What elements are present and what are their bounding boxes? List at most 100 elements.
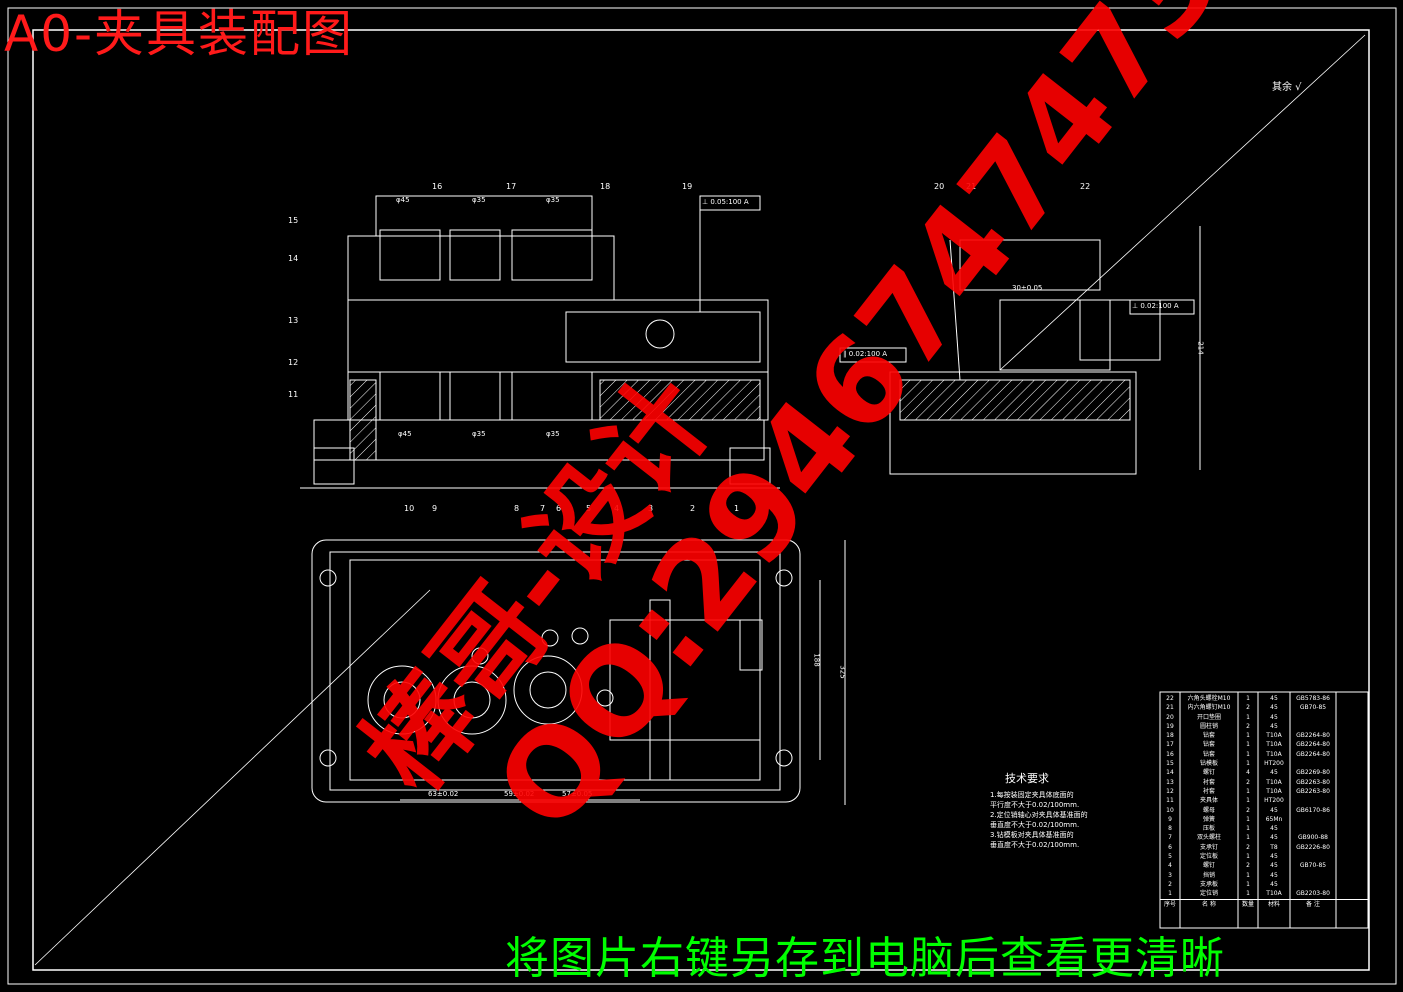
callout-label: 4: [614, 504, 620, 513]
callout-label: 22: [1080, 182, 1091, 191]
bom-cell: 45: [1270, 834, 1278, 842]
bom-header-cell: 材料: [1267, 900, 1280, 908]
bom-cell: T10A: [1266, 732, 1282, 740]
bom-cell: GB70-85: [1299, 704, 1327, 712]
callout-label: 16: [432, 182, 443, 191]
bom-cell: 支承钉: [1199, 843, 1218, 851]
dimension-label: 59±0.02: [504, 790, 535, 798]
callout-label: 6: [556, 504, 562, 513]
bom-cell: 45: [1270, 704, 1278, 712]
dimension-label: φ35: [472, 196, 486, 204]
bom-cell: GB2263-80: [1296, 787, 1330, 795]
bom-cell: 内六角螺钉M10: [1187, 704, 1231, 712]
bom-cell: 16: [1166, 750, 1174, 758]
bom-cell: GB2226-80: [1296, 843, 1330, 851]
bom-cell: T10A: [1266, 741, 1282, 749]
bom-cell: 1: [1246, 815, 1250, 823]
bom-cell: 11: [1166, 797, 1174, 805]
bom-cell: 弹簧: [1202, 815, 1215, 823]
bom-cell: 45: [1270, 722, 1278, 730]
tech-req-item: 2.定位销轴心对夹具体基准面的: [990, 811, 1088, 819]
bom-cell: 1: [1246, 750, 1250, 758]
bom-cell: 2: [1168, 880, 1172, 888]
drawing-title: A0-夹具装配图: [4, 5, 355, 63]
bom-cell: 45: [1270, 871, 1278, 879]
bom-cell: 2: [1246, 862, 1250, 870]
bom-cell: [1290, 759, 1336, 768]
bom-cell: 45: [1270, 862, 1278, 870]
tolerance-frame: ∥ 0.02:100 A: [843, 350, 888, 358]
bom-cell: T10A: [1266, 778, 1282, 786]
bom-cell: 17: [1166, 741, 1174, 749]
bom-cell: 夹具体: [1199, 797, 1218, 805]
bom-cell: 支承板: [1199, 880, 1218, 888]
tech-req-item: 3.钻模板对夹具体基准面的: [990, 831, 1074, 839]
bom-cell: 1: [1168, 890, 1172, 898]
dimension-label: 30±0.05: [1012, 284, 1043, 292]
bom-cell: 20: [1166, 713, 1174, 721]
bom-cell: 12: [1166, 787, 1174, 795]
bom-cell: T8: [1270, 843, 1278, 851]
bom-header-cell: 序号: [1163, 900, 1176, 908]
bom-row: 13 衬套 2 T10A GB2263-80: [1160, 778, 1368, 787]
tech-req-item: 垂直度不大于0.02/100mm.: [990, 841, 1080, 849]
bom-cell: 8: [1168, 825, 1172, 833]
bom-cell: 1: [1246, 871, 1250, 879]
outer-frame: [7, 7, 1397, 985]
bom-cell: [1290, 722, 1336, 731]
watermark-diagonal: [34, 589, 431, 966]
bom-cell: 18: [1166, 732, 1174, 740]
parts-list: [1159, 691, 1369, 929]
bom-cell: 65Mn: [1265, 815, 1283, 823]
bom-cell: 螺钉: [1202, 862, 1215, 870]
bom-cell: 9: [1168, 815, 1172, 823]
bom-cell: 钻模板: [1199, 760, 1218, 768]
bom-cell: GB5783-86: [1296, 695, 1330, 702]
bom-cell: 挡销: [1202, 871, 1215, 879]
callout-label: 3: [648, 504, 654, 513]
save-hint: 将图片右键另存到电脑后查看更清晰: [505, 933, 1225, 984]
bom-cell: 压板: [1202, 825, 1215, 833]
bom-cell: GB2203-80: [1296, 890, 1330, 898]
bom-cell: 衬套: [1202, 778, 1215, 786]
callout-label: 20: [934, 182, 945, 191]
callout-label: 2: [690, 504, 696, 513]
bom-cell: GB900-88: [1297, 834, 1329, 842]
callout-label: 17: [506, 182, 517, 191]
bom-cell: GB2263-80: [1296, 778, 1330, 786]
bom-cell: 定位板: [1199, 853, 1218, 861]
bom-header-cell: 备 注: [1306, 900, 1320, 908]
bom-cell: 1: [1246, 853, 1250, 861]
bom-cell: [1290, 824, 1336, 833]
bom-cell: 圆柱销: [1199, 722, 1218, 730]
bom-cell: 1: [1246, 890, 1250, 898]
dimension-label: φ35: [472, 430, 486, 438]
bom-header-cell: 名 称: [1202, 900, 1216, 908]
bom-cell: GB2269-80: [1296, 769, 1330, 777]
tolerance-frame: ⊥ 0.05:100 A: [702, 198, 749, 206]
bom-cell: 1: [1246, 880, 1250, 888]
front-view: [300, 195, 780, 489]
bom-cell: 2: [1246, 722, 1250, 730]
dimension-label: 188: [812, 653, 821, 667]
bom-cell: 1: [1246, 741, 1250, 749]
bom-cell: 1: [1246, 695, 1250, 702]
bom-cell: 13: [1166, 778, 1174, 786]
callout-label: 5: [586, 504, 592, 513]
bom-cell: 2: [1246, 778, 1250, 786]
bom-cell: 45: [1270, 695, 1278, 702]
bom-cell: 4: [1168, 862, 1172, 870]
bom-cell: 1: [1246, 713, 1250, 721]
bom-cell: 45: [1270, 713, 1278, 721]
bom-cell: [1290, 880, 1336, 889]
